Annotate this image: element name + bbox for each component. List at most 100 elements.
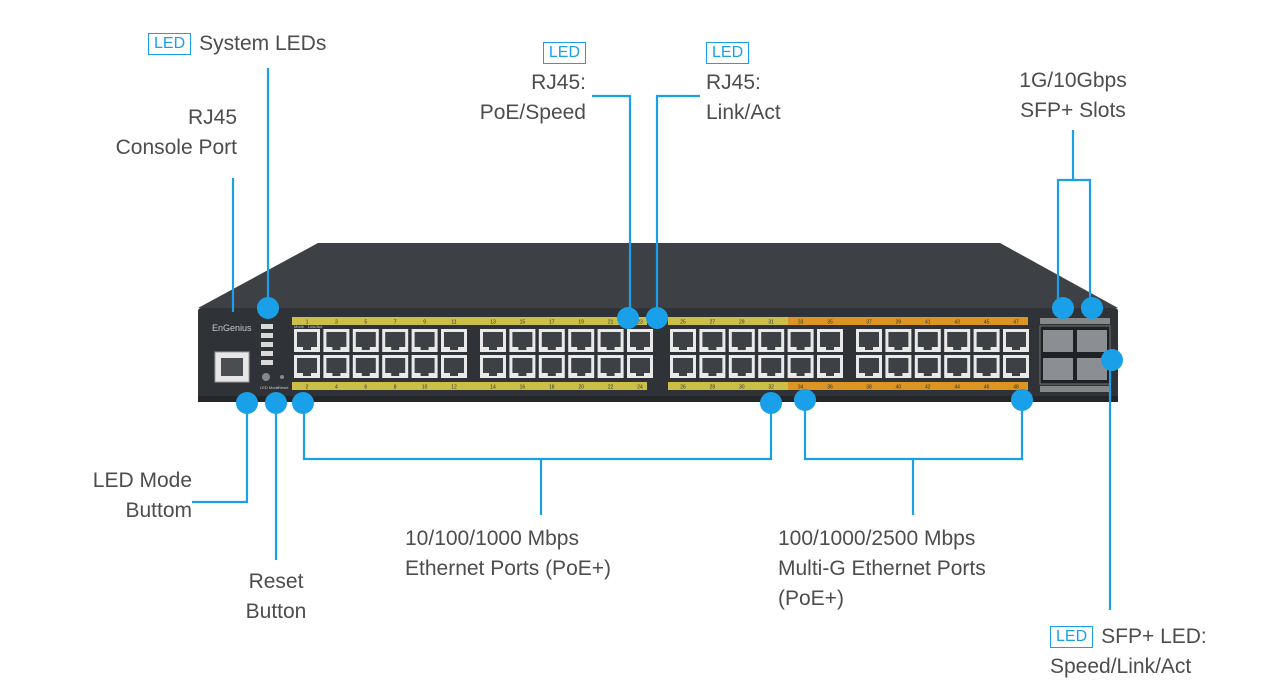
sfp-slots[interactable] <box>1039 318 1111 392</box>
port-number: 30 <box>739 385 745 391</box>
console-port[interactable] <box>214 351 250 383</box>
rj45-port-socket <box>947 358 968 373</box>
callout-dots <box>236 297 1123 414</box>
rj45-port-socket <box>1006 332 1026 347</box>
rj45-port-socket <box>630 358 650 373</box>
rj45-port-socket <box>917 358 938 373</box>
rj45-port-socket <box>888 332 909 347</box>
label-reset: Reset Button <box>245 570 307 623</box>
rj45-port-latch <box>332 372 341 376</box>
port-number: 11 <box>451 320 456 326</box>
rj45-port-socket <box>444 332 464 347</box>
panel-label-linkact: Link/Act <box>308 324 323 329</box>
rj45-port-socket <box>888 358 909 373</box>
port-number: 40 <box>896 385 902 391</box>
port-number: 4 <box>335 385 338 391</box>
rj45-port-socket <box>761 358 782 373</box>
port-number: 6 <box>364 385 367 391</box>
rj45-port-socket <box>297 358 317 373</box>
port-number: 31 <box>768 320 774 326</box>
panel-label-mode: Mode <box>294 324 305 329</box>
rj45-port-socket <box>1006 358 1026 373</box>
label-ethernet: 10/100/1000 Mbps Ethernet Ports (PoE+) <box>405 527 612 580</box>
rj45-port-socket <box>917 332 938 347</box>
callout-lines <box>192 68 1112 610</box>
rj45-port-latch <box>606 346 615 350</box>
port-number: 45 <box>984 320 990 326</box>
rj45-port-latch <box>737 346 746 350</box>
port-number: 38 <box>866 385 872 391</box>
port-number: 8 <box>394 385 397 391</box>
port-number: 20 <box>578 385 584 391</box>
rj45-port-socket <box>385 358 406 373</box>
rj45-port-socket <box>790 358 811 373</box>
rj45-port-socket <box>702 332 723 347</box>
rj45-port-latch <box>577 372 586 376</box>
rj45-port-socket <box>600 358 621 373</box>
rj45-port-socket <box>859 332 879 347</box>
dot-system-leds <box>257 297 279 319</box>
port-number: 1 <box>306 320 309 326</box>
port-number: 26 <box>680 385 686 391</box>
rj45-port-latch <box>420 346 429 350</box>
rj45-port-latch <box>894 346 903 350</box>
rj45-ports <box>294 329 1029 378</box>
rj45-port-latch <box>767 372 776 376</box>
port-number: 14 <box>490 385 496 391</box>
rj45-port-latch <box>606 372 615 376</box>
reset-caption: Reset <box>278 385 289 390</box>
rj45-port-latch <box>826 372 834 376</box>
led-tag: LED <box>542 42 586 64</box>
port-number: 9 <box>423 320 426 326</box>
rj45-port-latch <box>450 346 458 350</box>
port-number: 34 <box>798 385 804 391</box>
rj45-port-socket <box>541 332 562 347</box>
led-mode-button[interactable] <box>262 373 270 381</box>
rj45-port-socket <box>326 332 347 347</box>
rj45-port-latch <box>391 372 400 376</box>
rj45-port-socket <box>820 332 840 347</box>
rj45-port-latch <box>767 346 776 350</box>
label-multig: 100/1000/2500 Mbps Multi-G Ethernet Port… <box>778 527 986 610</box>
port-number: 16 <box>520 385 526 391</box>
port-number: 12 <box>451 385 457 391</box>
port-number: 18 <box>549 385 555 391</box>
port-number: 44 <box>954 385 960 391</box>
rj45-port-latch <box>865 346 873 350</box>
port-number: 43 <box>954 320 960 326</box>
label-led-mode: LED Mode Buttom <box>92 469 192 522</box>
rj45-port-socket <box>820 358 840 373</box>
rj45-port-latch <box>796 346 805 350</box>
port-number: 29 <box>739 320 745 326</box>
port-number: 7 <box>394 320 397 326</box>
rj45-port-latch <box>489 372 497 376</box>
rj45-port-latch <box>679 372 687 376</box>
port-number: 25 <box>680 320 686 326</box>
led-tag: LED <box>148 33 192 55</box>
rj45-port-socket <box>541 358 562 373</box>
label-console-port: RJ45 Console Port <box>115 106 237 159</box>
reset-button[interactable] <box>280 375 284 379</box>
port-number: 27 <box>710 320 716 326</box>
port-number: 24 <box>637 385 643 391</box>
rj45-port-latch <box>420 372 429 376</box>
port-number: 37 <box>866 320 872 326</box>
rj45-port-socket <box>761 332 782 347</box>
label-poe-speed: LED RJ45: PoE/Speed <box>479 42 586 124</box>
rj45-port-socket <box>444 358 464 373</box>
port-number: 46 <box>984 385 990 391</box>
rj45-port-socket <box>976 358 997 373</box>
label-link-act: LED RJ45: Link/Act <box>706 42 781 124</box>
rj45-port-latch <box>1012 346 1020 350</box>
rj45-port-latch <box>982 372 991 376</box>
rj45-port-socket <box>790 332 811 347</box>
rj45-port-latch <box>826 346 834 350</box>
rj45-port-latch <box>923 346 932 350</box>
dot-multig-left <box>794 389 816 411</box>
rj45-port-latch <box>577 346 586 350</box>
